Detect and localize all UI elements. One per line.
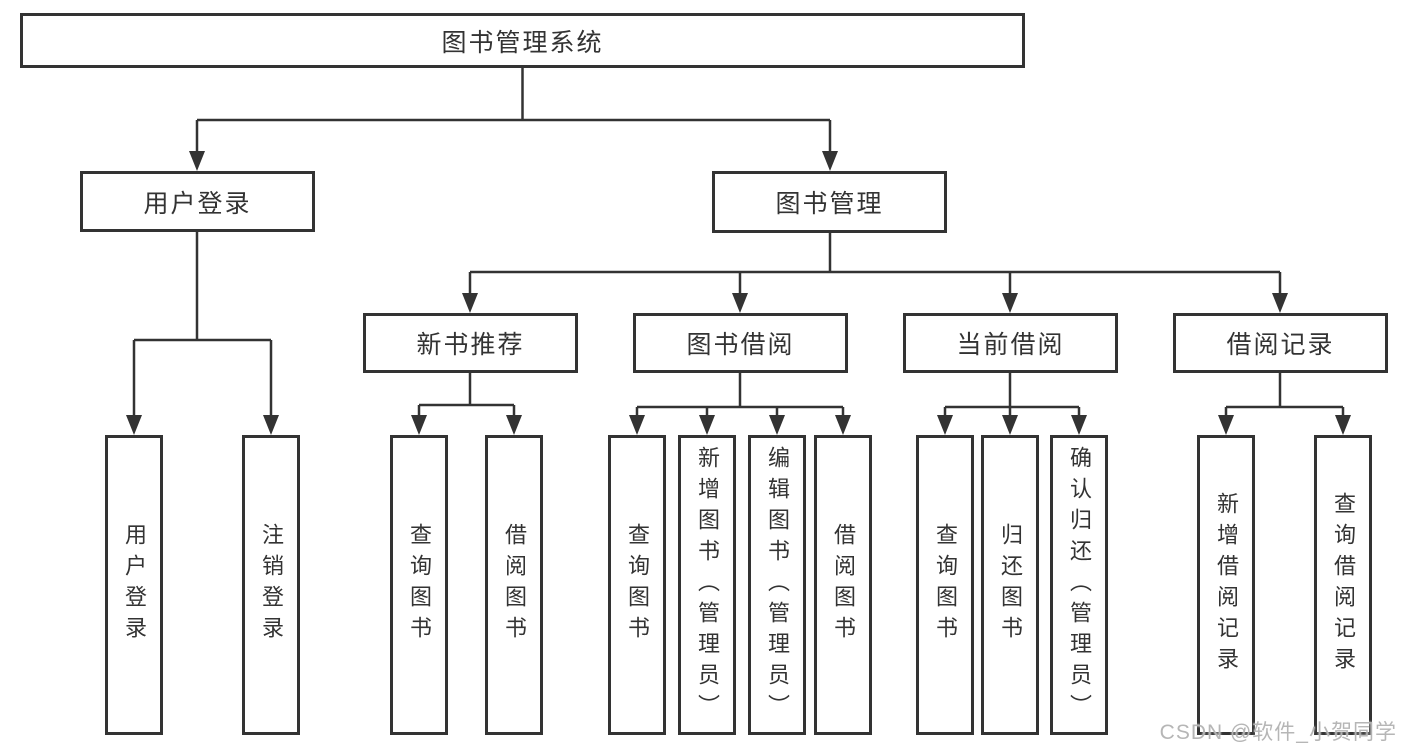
arrowhead xyxy=(1002,293,1018,313)
leaf-label: 归还图书 xyxy=(998,523,1023,647)
leaf-query-books-borrow: 查询图书 xyxy=(608,435,666,735)
arrowhead xyxy=(1071,415,1087,435)
leaf-label: 借阅图书 xyxy=(831,523,856,647)
leaf-query-books-current: 查询图书 xyxy=(916,435,974,735)
leaf-query-books-recommend: 查询图书 xyxy=(390,435,448,735)
leaf-borrow-books: 借阅图书 xyxy=(814,435,872,735)
arrowhead xyxy=(1272,293,1288,313)
leaf-label: 查询借阅记录 xyxy=(1331,492,1356,678)
leaf-confirm-return-admin: 确认归还（管理员） xyxy=(1050,435,1108,735)
arrowhead xyxy=(835,415,851,435)
leaf-label: 用户登录 xyxy=(122,523,147,647)
leaf-edit-books-admin: 编辑图书（管理员） xyxy=(748,435,806,735)
node-book-management: 图书管理 xyxy=(712,171,947,233)
arrowheads xyxy=(126,151,1351,435)
leaf-label: 借阅图书 xyxy=(502,523,527,647)
arrowhead xyxy=(1218,415,1234,435)
leaf-label: 查询图书 xyxy=(933,523,958,647)
leaf-label: 确认归还（管理员） xyxy=(1067,445,1092,725)
leaf-logout: 注销登录 xyxy=(242,435,300,735)
leaf-borrow-books-recommend: 借阅图书 xyxy=(485,435,543,735)
arrowhead xyxy=(462,293,478,313)
leaf-label: 新增借阅记录 xyxy=(1214,492,1239,678)
leaf-add-books-admin: 新增图书（管理员） xyxy=(678,435,736,735)
arrowhead xyxy=(189,151,205,171)
leaf-query-borrow-record: 查询借阅记录 xyxy=(1314,435,1372,735)
node-current-borrow: 当前借阅 xyxy=(903,313,1118,373)
node-borrow-records: 借阅记录 xyxy=(1173,313,1388,373)
arrowhead xyxy=(629,415,645,435)
leaf-add-borrow-record: 新增借阅记录 xyxy=(1197,435,1255,735)
arrowhead xyxy=(263,415,279,435)
node-new-book-recommend: 新书推荐 xyxy=(363,313,578,373)
arrowhead xyxy=(732,293,748,313)
tree-edges xyxy=(132,68,1345,418)
node-user-login: 用户登录 xyxy=(80,171,315,232)
leaf-label: 注销登录 xyxy=(259,523,284,647)
csdn-watermark: CSDN @软件_小贺同学 xyxy=(1159,721,1397,744)
arrowhead xyxy=(769,415,785,435)
arrowhead xyxy=(1002,415,1018,435)
arrowhead xyxy=(699,415,715,435)
leaf-label: 编辑图书（管理员） xyxy=(765,445,790,725)
leaf-label: 新增图书（管理员） xyxy=(695,445,720,725)
arrowhead xyxy=(937,415,953,435)
leaf-return-books: 归还图书 xyxy=(981,435,1039,735)
leaf-user-login: 用户登录 xyxy=(105,435,163,735)
arrowhead xyxy=(1335,415,1351,435)
arrowhead xyxy=(411,415,427,435)
arrowhead xyxy=(506,415,522,435)
arrowhead xyxy=(822,151,838,171)
leaf-label: 查询图书 xyxy=(407,523,432,647)
node-book-borrow: 图书借阅 xyxy=(633,313,848,373)
leaf-label: 查询图书 xyxy=(625,523,650,647)
node-root: 图书管理系统 xyxy=(20,13,1025,68)
arrowhead xyxy=(126,415,142,435)
